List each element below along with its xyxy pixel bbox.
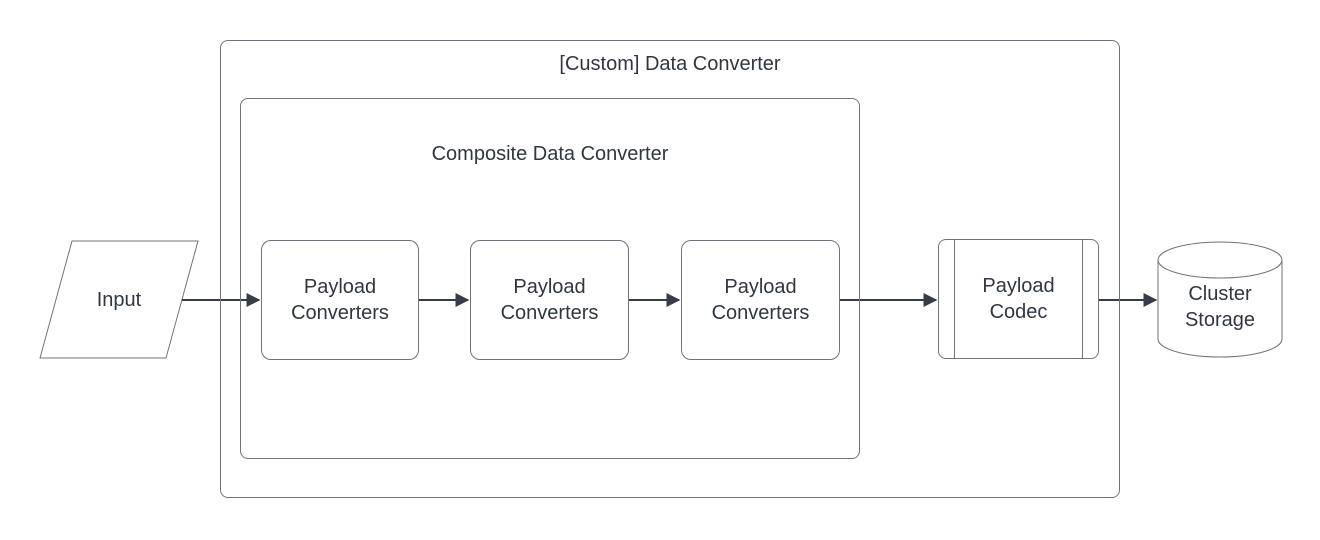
input-node: Input <box>40 241 198 358</box>
custom-data-converter-title: [Custom] Data Converter <box>559 53 781 75</box>
payload-converters-3-label: Payload Converters <box>711 276 810 324</box>
codec-right-bar <box>1082 240 1083 358</box>
payload-codec-label: Payload Codec <box>982 275 1055 323</box>
payload-converters-node-2: Payload Converters <box>470 240 629 360</box>
cluster-storage-node: Cluster Storage <box>1158 255 1282 359</box>
payload-converters-node-3: Payload Converters <box>681 240 840 360</box>
payload-codec-node: Payload Codec <box>938 239 1099 359</box>
payload-converters-1-label: Payload Converters <box>291 276 389 324</box>
composite-data-converter-group: Composite Data Converter <box>240 98 860 459</box>
payload-converters-node-1: Payload Converters <box>261 240 419 360</box>
payload-converters-2-label: Payload Converters <box>500 276 599 324</box>
custom-data-converter-group: [Custom] Data Converter <box>220 40 1120 498</box>
cluster-storage-label: Cluster Storage <box>1184 283 1256 331</box>
input-label: Input <box>96 288 142 311</box>
composite-data-converter-title: Composite Data Converter <box>431 143 669 165</box>
codec-left-bar <box>954 240 955 358</box>
